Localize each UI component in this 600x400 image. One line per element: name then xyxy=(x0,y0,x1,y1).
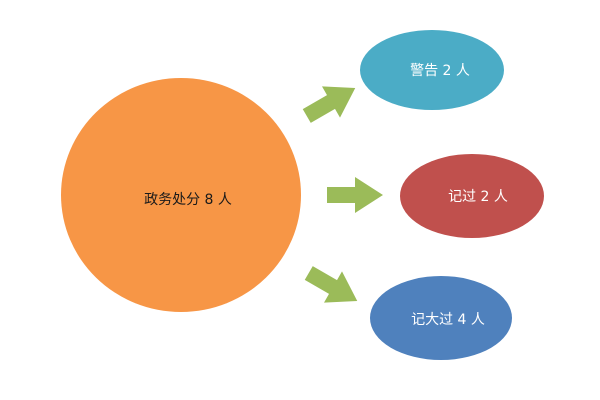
branch-node-label: 记大过 4 人 xyxy=(411,312,485,328)
arrow-shape xyxy=(304,266,358,303)
branch-node-shape xyxy=(370,276,512,360)
branch-node-shape xyxy=(360,30,504,110)
arrow-shape xyxy=(302,86,356,123)
branch-node-label: 警告 2 人 xyxy=(410,63,470,79)
arrow-to-major-demerit xyxy=(304,266,358,303)
arrow-to-warning xyxy=(302,86,356,123)
main-node-label: 政务处分 8 人 xyxy=(144,192,232,208)
main-node-circle xyxy=(61,78,301,312)
branch-node-major-demerit: 记大过 4 人 xyxy=(370,276,512,360)
branch-node-label: 记过 2 人 xyxy=(448,189,508,205)
branch-node-demerit: 记过 2 人 xyxy=(400,154,544,238)
main-node: 政务处分 8 人 xyxy=(61,78,301,312)
branch-node-warning: 警告 2 人 xyxy=(360,30,504,110)
arrow-shape xyxy=(327,177,383,213)
arrow-to-demerit xyxy=(327,177,383,213)
branch-node-shape xyxy=(400,154,544,238)
